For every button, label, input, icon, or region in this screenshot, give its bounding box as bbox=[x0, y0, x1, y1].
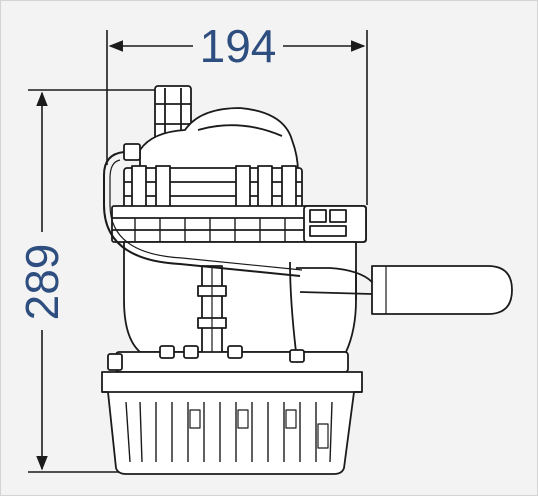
collar-bumps bbox=[107, 345, 305, 371]
motor-dome bbox=[139, 107, 299, 173]
width-dimension bbox=[106, 30, 368, 205]
float bbox=[371, 265, 513, 315]
strainer-base bbox=[101, 371, 363, 475]
housing-bolts bbox=[131, 165, 297, 213]
center-shaft bbox=[197, 265, 227, 357]
flange-ribs bbox=[134, 218, 286, 242]
power-cable bbox=[103, 151, 301, 277]
float-arm bbox=[296, 267, 373, 300]
upper-housing bbox=[123, 167, 303, 209]
float-switch-housing bbox=[303, 205, 367, 243]
strainer-slots bbox=[125, 401, 333, 463]
height-label: 289 bbox=[16, 244, 68, 321]
pump-body bbox=[101, 85, 513, 475]
lower-body bbox=[123, 241, 357, 353]
cable-gland bbox=[123, 143, 141, 161]
width-label: 194 bbox=[200, 20, 277, 72]
strainer-slot-notches bbox=[189, 409, 329, 449]
